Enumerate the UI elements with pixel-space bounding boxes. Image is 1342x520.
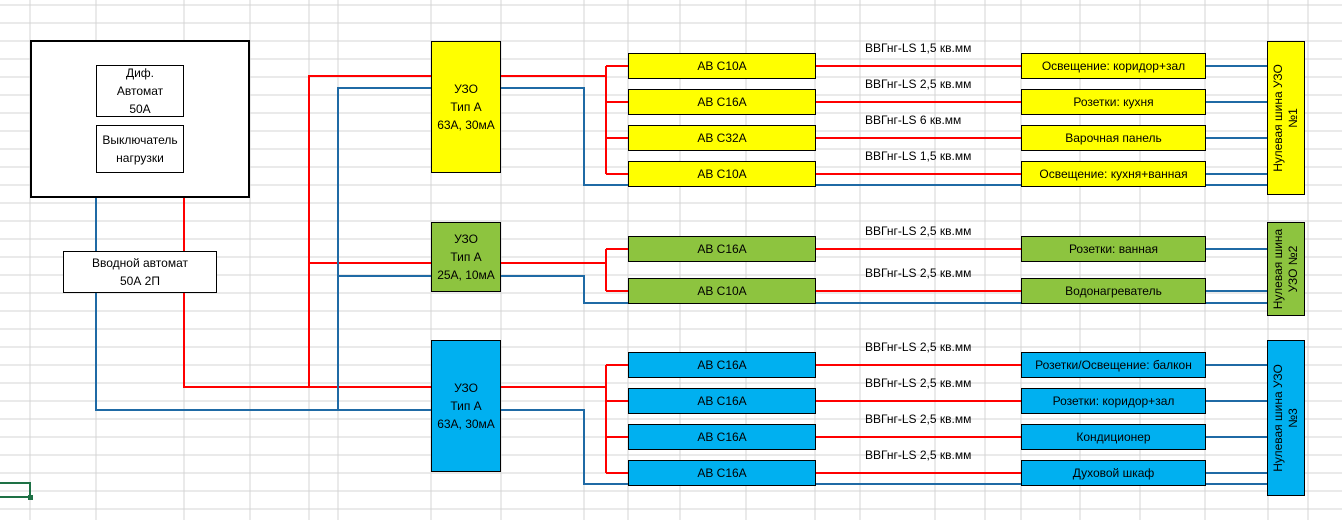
cable-label: ВВГнг-LS 2,5 кв.мм [865, 412, 972, 426]
cable-label: ВВГнг-LS 1,5 кв.мм [865, 149, 972, 163]
load-label: Варочная панель [1021, 125, 1206, 151]
rcd-3: УЗО Тип А 63А, 30мА [431, 340, 501, 472]
cable-label: ВВГнг-LS 2,5 кв.мм [865, 340, 972, 354]
neutral-bus-label: Нулевая шина УЗО №1 [1271, 64, 1300, 172]
circuit-breaker: АВ С16А [628, 352, 816, 378]
rcd-neutral-out-2 [501, 275, 1267, 304]
cable-label: ВВГнг-LS 1,5 кв.мм [865, 41, 972, 55]
cable-label: ВВГнг-LS 6 кв.мм [865, 113, 962, 127]
rcd-1: УЗО Тип А 63А, 30мА [431, 41, 501, 173]
load-switch-box: Выключатель нагрузки [96, 125, 184, 173]
neutral-bus-label: Нулевая шина УЗО №3 [1271, 364, 1300, 472]
load-label: Розетки/Освещение: балкон [1021, 352, 1206, 378]
circuit-breaker: АВ С32А [628, 125, 816, 151]
load-label: Розетки: кухня [1021, 89, 1206, 115]
load-label: Кондиционер [1021, 424, 1206, 450]
rcd-neutral-out-3 [501, 409, 1267, 485]
neutral-riser [337, 87, 431, 410]
load-label: Освещение: коридор+зал [1021, 53, 1206, 79]
load-label: Духовой шкаф [1021, 460, 1206, 486]
circuit-breaker: АВ С10А [628, 278, 816, 304]
neutral-bus-label: Нулевая шина УЗО №2 [1271, 228, 1300, 310]
circuit-breaker: АВ С10А [628, 53, 816, 79]
circuit-breaker: АВ С16А [628, 236, 816, 262]
load-label: Розетки: ванная [1021, 236, 1206, 262]
cable-label: ВВГнг-LS 2,5 кв.мм [865, 266, 972, 280]
selected-cell[interactable] [0, 482, 33, 500]
cable-label: ВВГнг-LS 2,5 кв.мм [865, 77, 972, 91]
load-label: Водонагреватель [1021, 278, 1206, 304]
neutral-bus-2: Нулевая шина УЗО №2 [1267, 222, 1305, 316]
cable-label: ВВГнг-LS 2,5 кв.мм [865, 448, 972, 462]
circuit-breaker: АВ С16А [628, 424, 816, 450]
neutral-wire-to-rcd3 [95, 293, 431, 411]
cable-label: ВВГнг-LS 2,5 кв.мм [865, 376, 972, 390]
neutral-bus-1: Нулевая шина УЗО №1 [1267, 41, 1305, 195]
circuit-breaker: АВ С16А [628, 460, 816, 486]
circuit-breaker: АВ С10А [628, 161, 816, 187]
rcd-neutral-out-1 [501, 87, 1267, 186]
diff-breaker-box: Диф. Автомат 50А [96, 65, 184, 117]
cable-label: ВВГнг-LS 2,5 кв.мм [865, 224, 972, 238]
phase-wire-to-rcd3 [183, 293, 431, 388]
circuit-breaker: АВ С16А [628, 388, 816, 414]
circuit-breaker: АВ С16А [628, 89, 816, 115]
phase-riser [308, 75, 431, 387]
load-label: Освещение: кухня+ванная [1021, 161, 1206, 187]
rcd-2: УЗО Тип А 25А, 10мА [431, 222, 501, 292]
load-label: Розетки: коридор+зал [1021, 388, 1206, 414]
fill-handle[interactable] [28, 495, 33, 500]
neutral-bus-3: Нулевая шина УЗО №3 [1267, 340, 1305, 496]
input-breaker-box: Вводной автомат 50А 2П [63, 251, 217, 293]
